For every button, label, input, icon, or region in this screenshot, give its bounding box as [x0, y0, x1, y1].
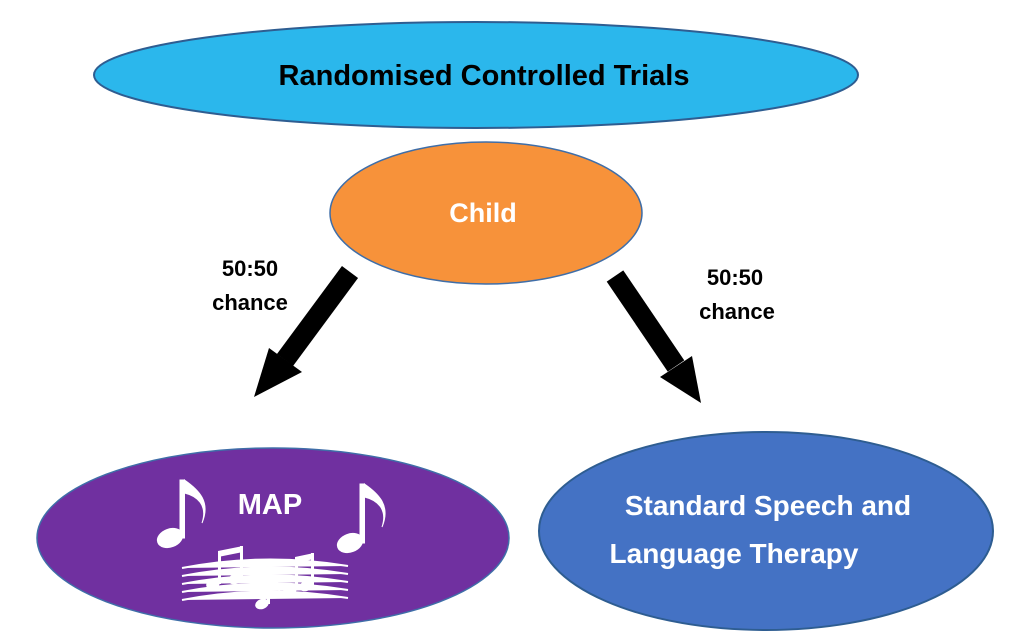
therapy-node: Standard Speech and Language Therapy: [538, 431, 994, 631]
right-arrow: [606, 270, 701, 403]
right-arrow-head: [660, 356, 701, 403]
right-arrow-shaft: [606, 270, 685, 372]
left-arrow-shaft: [276, 266, 359, 366]
music-note-icon: [156, 479, 206, 549]
therapy-ellipse: [538, 431, 994, 631]
music-staff-icon: [181, 546, 349, 610]
map-node: MAP: [36, 447, 510, 629]
map-ellipse: [36, 447, 510, 629]
right-branch-label: 50:50 chance: [699, 265, 775, 324]
left-branch-chance: chance: [212, 290, 288, 315]
therapy-label-line1: Standard Speech and: [625, 490, 911, 521]
map-label: MAP: [238, 489, 302, 521]
child-ellipse: [329, 141, 643, 285]
title-label: Randomised Controlled Trials: [279, 60, 690, 92]
right-branch-chance: chance: [699, 299, 775, 324]
left-branch-ratio: 50:50: [222, 256, 278, 281]
child-label: Child: [449, 198, 517, 228]
left-branch-label: 50:50 chance: [212, 256, 288, 315]
therapy-label-line2: Language Therapy: [610, 538, 859, 569]
title-ellipse: [93, 21, 859, 129]
title-node: Randomised Controlled Trials: [93, 21, 859, 129]
child-node: Child: [329, 141, 643, 285]
left-arrow: [254, 266, 359, 397]
music-note-icon: [336, 483, 386, 554]
right-branch-ratio: 50:50: [707, 265, 763, 290]
left-arrow-head: [254, 348, 302, 397]
